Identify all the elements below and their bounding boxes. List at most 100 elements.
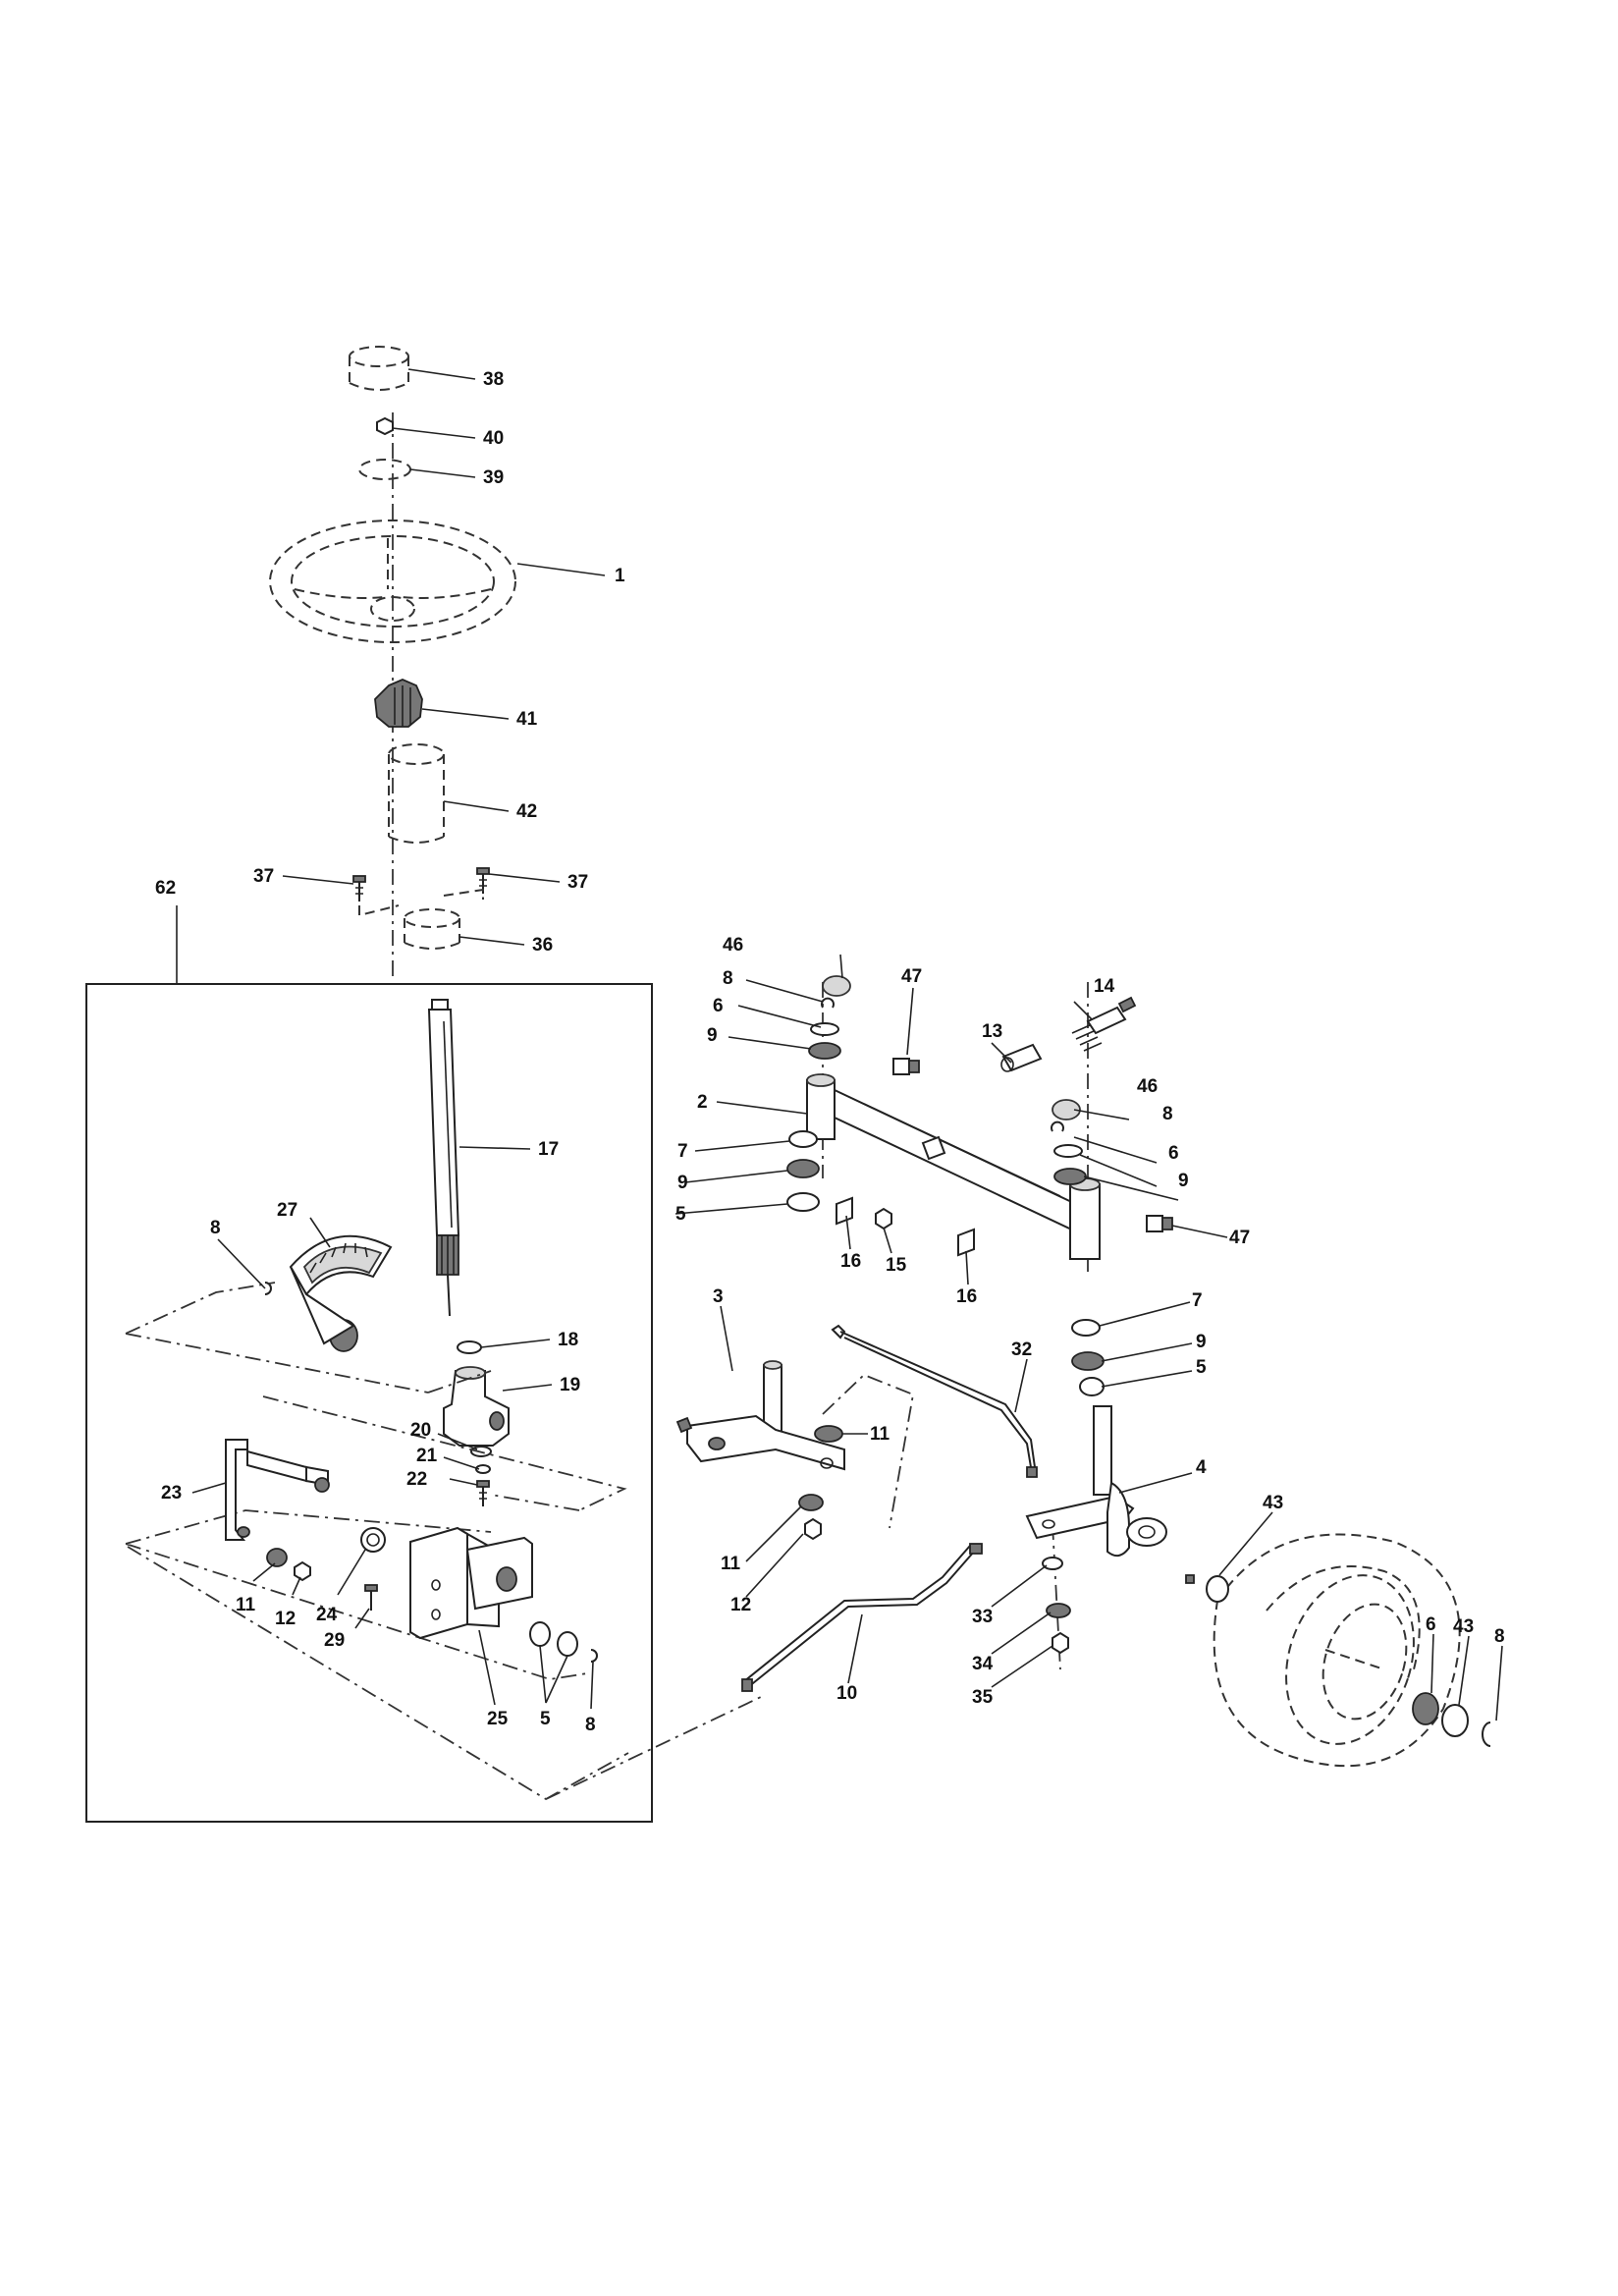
label-42: 42	[516, 801, 537, 822]
label-13: 13	[982, 1021, 1002, 1042]
label-10: 10	[836, 1683, 857, 1704]
lower-bearing	[786, 1159, 820, 1178]
wheel-clip	[1482, 1722, 1491, 1747]
block-lockwasher	[475, 1464, 491, 1474]
grease-fitting	[1146, 1215, 1173, 1232]
label-6-wheel: 6	[1426, 1614, 1436, 1635]
label-16-right: 16	[956, 1286, 977, 1307]
steering-bushing	[388, 743, 445, 844]
right-spindle	[1025, 1405, 1167, 1558]
arm-washer	[798, 1494, 824, 1511]
arm-nut	[804, 1517, 822, 1541]
label-36: 36	[532, 935, 553, 956]
label-62: 62	[155, 878, 176, 899]
label-12-lower: 12	[730, 1595, 751, 1615]
label-22: 22	[406, 1469, 427, 1490]
pinion-bushing-bore	[366, 1533, 380, 1547]
spacer-washer	[1079, 1377, 1105, 1396]
arm-washer	[814, 1425, 843, 1443]
label-8-box: 8	[585, 1715, 596, 1735]
left-spindle	[675, 1360, 845, 1471]
pinion-arm	[225, 1439, 330, 1541]
spindle-bearing	[1053, 1168, 1087, 1185]
label-12-box: 12	[275, 1609, 296, 1629]
spacer-washer	[786, 1192, 820, 1212]
front-wheel	[1213, 1533, 1461, 1768]
axle-nut	[875, 1207, 892, 1230]
drag-link	[741, 1543, 983, 1692]
bracket-clip	[590, 1649, 598, 1663]
label-14: 14	[1094, 976, 1115, 997]
axle-pivot-bushing	[921, 1135, 946, 1161]
label-3: 3	[713, 1286, 724, 1307]
lower-bearing	[1071, 1351, 1105, 1371]
label-29: 29	[324, 1630, 345, 1651]
label-32: 32	[1011, 1339, 1032, 1360]
label-27: 27	[277, 1200, 297, 1221]
bracket-washer	[529, 1621, 551, 1647]
label-23: 23	[161, 1483, 182, 1503]
wheel-bolt	[1185, 1574, 1195, 1584]
sector-gear	[289, 1234, 393, 1352]
grease-fitting	[892, 1058, 920, 1075]
arm-washer	[266, 1548, 288, 1567]
spindle-washer	[1053, 1144, 1083, 1158]
steering-shaft	[427, 999, 460, 1317]
axle-cap	[822, 975, 851, 997]
label-16-left: 16	[840, 1251, 861, 1272]
label-34: 34	[972, 1654, 994, 1674]
wheel-washer	[1206, 1575, 1229, 1603]
label-40: 40	[483, 428, 504, 449]
label-33: 33	[972, 1607, 993, 1627]
label-18: 18	[558, 1330, 578, 1350]
assembly-guide-lines	[125, 1282, 762, 1801]
leader-lines	[176, 368, 1503, 1722]
block-screw	[476, 1480, 490, 1506]
front-axle	[806, 1073, 1101, 1260]
wheel-washer	[1441, 1704, 1469, 1737]
column-bushing	[404, 908, 460, 950]
label-9-left: 9	[707, 1025, 718, 1046]
label-35: 35	[972, 1687, 994, 1708]
wheel-washer	[1412, 1692, 1439, 1725]
steering-adapter	[374, 679, 423, 728]
label-8-right: 8	[1162, 1104, 1173, 1124]
mounting-plate-outline	[358, 888, 484, 917]
label-8-left: 8	[723, 968, 733, 989]
retaining-clip	[264, 1282, 272, 1295]
axle-spacer	[836, 1196, 853, 1226]
label-19: 19	[560, 1375, 580, 1395]
label-5-box: 5	[540, 1709, 551, 1729]
tie-rod	[831, 1324, 1038, 1478]
label-6-right: 6	[1168, 1143, 1179, 1164]
link-washer	[1046, 1603, 1071, 1618]
label-11-upper: 11	[870, 1424, 890, 1445]
axle-spacer	[957, 1228, 975, 1257]
bracket-screw	[364, 1584, 378, 1611]
label-5-right: 5	[1196, 1357, 1207, 1378]
label-37-right: 37	[567, 872, 588, 893]
label-9-right: 9	[1178, 1171, 1189, 1191]
label-41: 41	[516, 709, 538, 730]
label-39: 39	[483, 467, 504, 488]
drag-link-guide	[822, 1373, 1061, 1670]
label-37-left: 37	[253, 866, 274, 887]
label-15: 15	[886, 1255, 907, 1276]
label-7-right: 7	[1192, 1290, 1203, 1311]
axle-cap	[1052, 1099, 1081, 1121]
label-1: 1	[615, 566, 625, 586]
label-7-left: 7	[677, 1141, 688, 1162]
steering-block	[443, 1366, 510, 1447]
label-9-mid: 9	[677, 1173, 688, 1193]
spindle-bearing	[808, 1042, 841, 1060]
label-20: 20	[410, 1420, 431, 1441]
label-4: 4	[1196, 1457, 1207, 1478]
steering-bracket	[409, 1526, 533, 1640]
pivot-bolt-spring	[1071, 996, 1137, 1052]
hex-nut	[376, 416, 394, 436]
steering-wheel	[269, 519, 516, 643]
label-47-left: 47	[901, 966, 922, 987]
link-nut	[1052, 1631, 1069, 1655]
bracket-washer	[557, 1631, 578, 1657]
